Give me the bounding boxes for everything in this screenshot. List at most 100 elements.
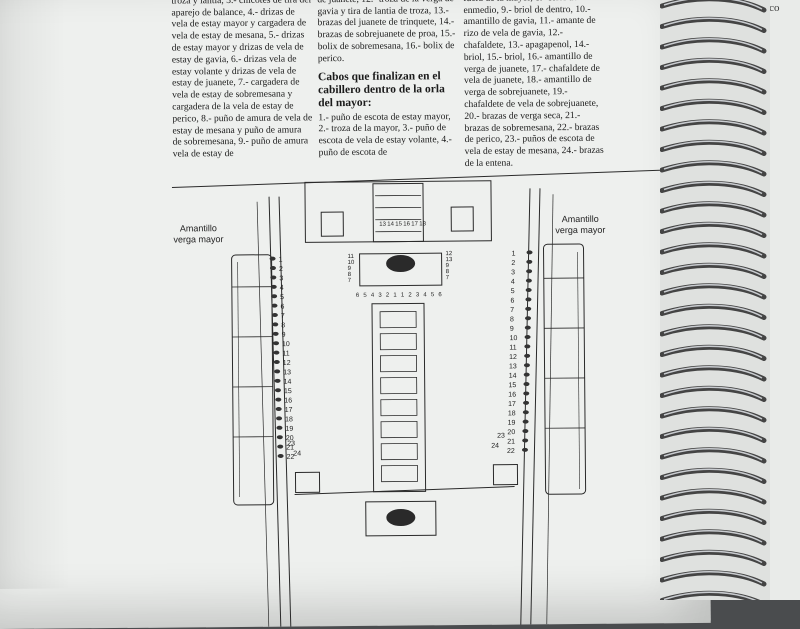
top-pin-number: 15 bbox=[395, 222, 402, 228]
center-bottom-number: 3 bbox=[416, 292, 420, 298]
pin-number: 10 bbox=[282, 341, 290, 348]
belaying-pin bbox=[526, 288, 532, 292]
center-bottom-number: 6 bbox=[438, 292, 442, 298]
center-bottom-number: 6 bbox=[356, 293, 360, 299]
belaying-pin bbox=[526, 269, 532, 273]
bottom-pin-number: 24 bbox=[293, 450, 301, 457]
belaying-pin bbox=[522, 429, 528, 433]
deck-structure bbox=[305, 181, 492, 243]
pin-number: 11 bbox=[282, 351, 289, 358]
center-right-number: 7 bbox=[446, 275, 450, 281]
grating-cell bbox=[380, 355, 416, 371]
pin-number: 7 bbox=[510, 307, 514, 314]
pin-number: 20 bbox=[507, 429, 515, 436]
pin-number: 17 bbox=[508, 401, 516, 408]
grating-cell bbox=[381, 465, 417, 481]
left-ladder bbox=[321, 212, 343, 236]
pin-number: 7 bbox=[281, 313, 285, 320]
pin-number: 18 bbox=[285, 416, 293, 423]
belaying-pin bbox=[524, 354, 530, 358]
bottom-pin-number: 24 bbox=[491, 443, 499, 450]
diagram-frame-line bbox=[172, 169, 699, 188]
left-hull-edge bbox=[257, 202, 269, 627]
bottom-pin-number: 23 bbox=[287, 440, 295, 447]
pin-number: 12 bbox=[509, 354, 517, 361]
grating-cell bbox=[381, 421, 417, 437]
pin-number: 3 bbox=[511, 269, 515, 276]
belaying-pin bbox=[273, 351, 279, 355]
belaying-pin bbox=[526, 279, 532, 283]
belaying-pin bbox=[275, 388, 281, 392]
pin-number: 2 bbox=[279, 266, 283, 273]
belaying-pin bbox=[275, 379, 281, 383]
belaying-pin bbox=[274, 360, 280, 364]
belaying-pin bbox=[277, 435, 283, 439]
pin-number: 8 bbox=[510, 316, 514, 323]
pin-number: 6 bbox=[510, 298, 514, 305]
belaying-pin bbox=[272, 313, 278, 317]
pin-number: 5 bbox=[280, 294, 284, 301]
center-bottom-number: 4 bbox=[371, 293, 375, 299]
right-ladder bbox=[451, 207, 473, 231]
belaying-pin bbox=[522, 448, 528, 452]
bottom-pin-numbers: 23 23 24 24 bbox=[287, 433, 505, 458]
belaying-pin bbox=[524, 344, 530, 348]
belaying-pin bbox=[274, 369, 280, 373]
pin-number: 4 bbox=[511, 279, 515, 286]
belaying-pin bbox=[276, 407, 282, 411]
pin-number: 15 bbox=[284, 388, 292, 395]
top-pin-number: 17 bbox=[411, 221, 418, 227]
pin-number: 22 bbox=[507, 448, 515, 455]
bottom-right-ladder bbox=[493, 465, 517, 485]
belaying-pin bbox=[278, 454, 284, 458]
pin-number: 1 bbox=[512, 251, 516, 258]
center-bottom-number: 2 bbox=[386, 293, 390, 299]
pin-number: 18 bbox=[508, 410, 516, 417]
pin-number: 9 bbox=[510, 326, 514, 333]
center-bottom-number: 2 bbox=[408, 292, 412, 298]
center-bottom-number: 1 bbox=[401, 293, 405, 299]
top-pin-number: 18 bbox=[419, 221, 426, 227]
belaying-pin bbox=[273, 341, 279, 345]
belaying-pin bbox=[523, 410, 529, 414]
belaying-pin bbox=[275, 398, 281, 402]
grating-cell bbox=[381, 443, 417, 459]
belaying-pin bbox=[524, 363, 530, 367]
belaying-pin bbox=[522, 438, 528, 442]
center-left-number: 7 bbox=[348, 278, 352, 284]
right-pin-rail bbox=[520, 250, 585, 452]
book-page: 1.- drizas de la verga mayor, 2.- troza … bbox=[0, 0, 711, 629]
bottom-pin-number: 23 bbox=[497, 433, 505, 440]
top-pin-number: 16 bbox=[403, 221, 410, 227]
pin-number: 6 bbox=[280, 304, 284, 311]
lower-mast-hole bbox=[387, 509, 415, 525]
pin-number: 13 bbox=[283, 369, 291, 376]
belaying-pin bbox=[523, 382, 529, 386]
pin-number: 5 bbox=[511, 288, 515, 295]
hatch-frame bbox=[373, 183, 424, 241]
pin-number: 19 bbox=[508, 420, 516, 427]
pin-number: 11 bbox=[509, 345, 516, 352]
pin-number: 12 bbox=[283, 360, 291, 367]
pin-number: 19 bbox=[285, 426, 293, 433]
belaying-pin bbox=[523, 391, 529, 395]
center-bottom-number: 4 bbox=[423, 292, 427, 298]
pin-number: 10 bbox=[510, 335, 518, 342]
pin-number: 14 bbox=[284, 379, 292, 386]
central-grating bbox=[372, 303, 426, 491]
belaying-pin bbox=[276, 416, 282, 420]
belaying-pin bbox=[527, 250, 533, 254]
top-pin-number: 13 bbox=[379, 222, 386, 228]
pin-number: 16 bbox=[508, 392, 516, 399]
belaying-pin bbox=[523, 420, 529, 424]
pin-number: 17 bbox=[285, 407, 293, 414]
belaying-pin bbox=[273, 332, 279, 336]
pin-number: 9 bbox=[282, 332, 286, 339]
belaying-pin bbox=[525, 335, 531, 339]
spiral-binding bbox=[660, 0, 770, 600]
center-bottom-number: 5 bbox=[363, 293, 367, 299]
belaying-pin bbox=[525, 307, 531, 311]
pin-number: 15 bbox=[508, 382, 516, 389]
